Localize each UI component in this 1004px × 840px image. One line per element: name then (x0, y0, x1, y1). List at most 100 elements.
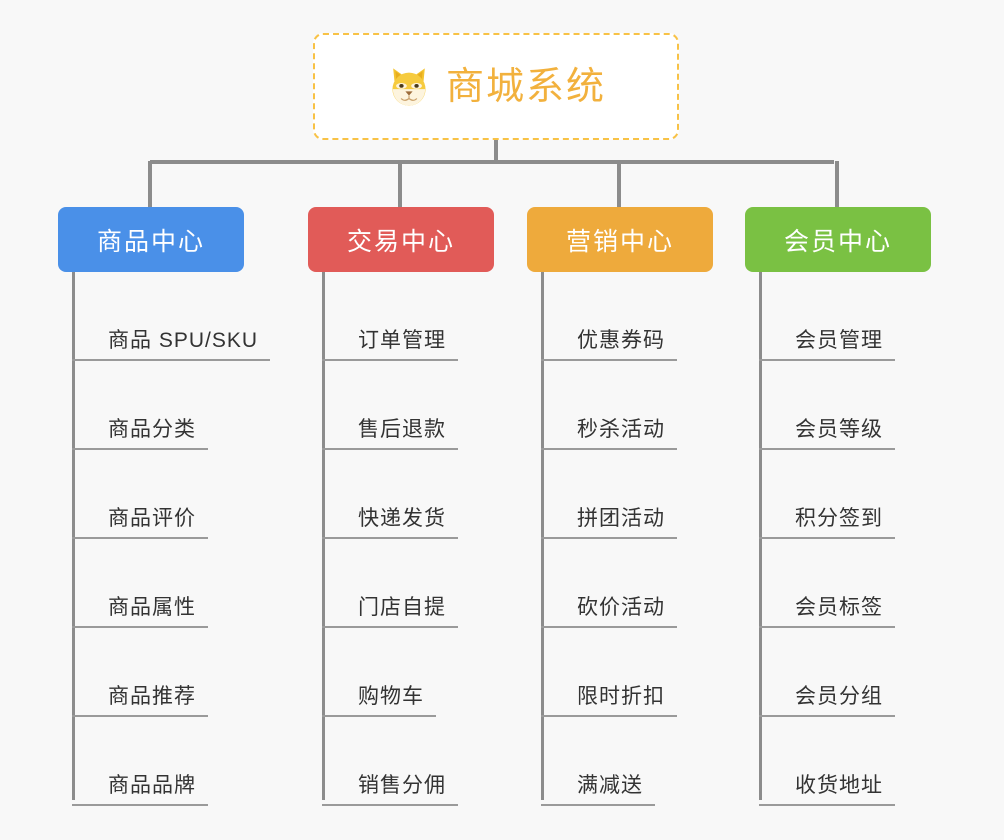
leaf-label: 快递发货 (358, 506, 446, 530)
leaf-underline: 销售分佣 (322, 773, 458, 806)
category-title: 会员中心 (783, 227, 892, 256)
leaf-item[interactable]: 积分签到 (759, 450, 895, 539)
leaf-item[interactable]: 商品评价 (72, 450, 270, 539)
category-node-4[interactable]: 会员中心 (745, 207, 931, 272)
leaf-underline: 拼团活动 (541, 506, 677, 539)
leaf-underline: 购物车 (322, 684, 436, 717)
category-column-1: 商品中心商品 SPU/SKU 商品分类商品评价商品属性商品推荐商品品牌 (58, 207, 271, 806)
leaf-underline: 优惠券码 (541, 328, 677, 361)
leaf-item[interactable]: 满减送 (541, 717, 677, 806)
leaf-item[interactable]: 订单管理 (322, 272, 458, 361)
leaf-underline: 砍价活动 (541, 595, 677, 628)
leaf-underline: 快递发货 (322, 506, 458, 539)
leaf-label: 会员分组 (795, 684, 883, 708)
leaf-underline: 秒杀活动 (541, 417, 677, 450)
leaf-label: 商品 SPU/SKU (108, 328, 259, 352)
leaf-label: 销售分佣 (358, 773, 446, 797)
leaf-item[interactable]: 销售分佣 (322, 717, 458, 806)
leaf-underline: 商品品牌 (72, 773, 208, 806)
leaf-underline: 收货地址 (759, 773, 895, 806)
leaf-item[interactable]: 商品品牌 (72, 717, 270, 806)
leaf-item[interactable]: 优惠券码 (541, 272, 677, 361)
connector-drop-4 (835, 161, 839, 207)
leaf-label: 商品分类 (108, 417, 196, 441)
leaf-underline: 限时折扣 (541, 684, 677, 717)
leaf-label: 订单管理 (358, 328, 446, 352)
category-column-4: 会员中心会员管理会员等级积分签到会员标签会员分组收货地址 (745, 207, 931, 806)
leaf-label: 收货地址 (795, 773, 883, 797)
category-spine-3 (541, 272, 544, 800)
category-spine-4 (759, 272, 762, 800)
category-node-2[interactable]: 交易中心 (308, 207, 494, 272)
leaf-label: 拼团活动 (577, 506, 665, 530)
leaf-label: 商品品牌 (108, 773, 196, 797)
connector-drop-3 (617, 161, 621, 207)
leaf-item[interactable]: 砍价活动 (541, 539, 677, 628)
shiba-dog-face-icon (386, 64, 432, 110)
leaf-underline: 门店自提 (322, 595, 458, 628)
leaf-label: 售后退款 (358, 417, 446, 441)
category-title: 营销中心 (565, 227, 674, 256)
leaf-label: 秒杀活动 (577, 417, 665, 441)
category-title: 交易中心 (346, 227, 455, 256)
leaf-underline: 商品评价 (72, 506, 208, 539)
leaf-item[interactable]: 售后退款 (322, 361, 458, 450)
leaf-list-1: 商品 SPU/SKU 商品分类商品评价商品属性商品推荐商品品牌 (72, 272, 271, 806)
leaf-label: 积分签到 (795, 506, 883, 530)
category-spine-2 (322, 272, 325, 800)
connector-horizontal-bus (150, 160, 834, 164)
connector-drop-1 (148, 161, 152, 207)
leaf-item[interactable]: 拼团活动 (541, 450, 677, 539)
connector-root-stem (494, 140, 498, 162)
leaf-underline: 会员管理 (759, 328, 895, 361)
leaf-item[interactable]: 商品推荐 (72, 628, 270, 717)
leaf-item[interactable]: 限时折扣 (541, 628, 677, 717)
leaf-label: 满减送 (577, 773, 643, 797)
root-title: 商城系统 (445, 65, 606, 108)
leaf-item[interactable]: 快递发货 (322, 450, 458, 539)
root-node[interactable]: 商城系统 (313, 33, 679, 140)
leaf-label: 商品推荐 (108, 684, 196, 708)
leaf-label: 门店自提 (358, 595, 446, 619)
leaf-underline: 满减送 (541, 773, 655, 806)
category-spine-1 (72, 272, 75, 800)
leaf-item[interactable]: 会员管理 (759, 272, 895, 361)
leaf-underline: 会员分组 (759, 684, 895, 717)
leaf-item[interactable]: 商品 SPU/SKU (72, 272, 271, 361)
leaf-label: 会员标签 (795, 595, 883, 619)
leaf-item[interactable]: 门店自提 (322, 539, 458, 628)
leaf-underline: 会员等级 (759, 417, 895, 450)
leaf-item[interactable]: 秒杀活动 (541, 361, 677, 450)
leaf-list-3: 优惠券码秒杀活动拼团活动砍价活动限时折扣满减送 (541, 272, 677, 806)
category-column-2: 交易中心订单管理售后退款快递发货门店自提购物车销售分佣 (308, 207, 494, 806)
leaf-list-2: 订单管理售后退款快递发货门店自提购物车销售分佣 (322, 272, 458, 806)
connector-drop-2 (398, 161, 402, 207)
leaf-list-4: 会员管理会员等级积分签到会员标签会员分组收货地址 (759, 272, 895, 806)
leaf-underline: 会员标签 (759, 595, 895, 628)
leaf-label: 商品评价 (108, 506, 196, 530)
leaf-label: 优惠券码 (577, 328, 665, 352)
leaf-underline: 商品推荐 (72, 684, 208, 717)
leaf-label: 砍价活动 (577, 595, 665, 619)
leaf-underline: 商品属性 (72, 595, 208, 628)
leaf-underline: 积分签到 (759, 506, 895, 539)
leaf-label: 商品属性 (108, 595, 196, 619)
leaf-underline: 商品分类 (72, 417, 208, 450)
leaf-underline: 订单管理 (322, 328, 458, 361)
leaf-item[interactable]: 商品分类 (72, 361, 270, 450)
leaf-label: 会员管理 (795, 328, 883, 352)
category-node-1[interactable]: 商品中心 (58, 207, 244, 272)
leaf-item[interactable]: 收货地址 (759, 717, 895, 806)
category-title: 商品中心 (96, 227, 205, 256)
leaf-item[interactable]: 会员等级 (759, 361, 895, 450)
category-node-3[interactable]: 营销中心 (527, 207, 713, 272)
leaf-label: 限时折扣 (577, 684, 665, 708)
category-column-3: 营销中心优惠券码秒杀活动拼团活动砍价活动限时折扣满减送 (527, 207, 713, 806)
leaf-underline: 商品 SPU/SKU (72, 328, 271, 361)
leaf-label: 会员等级 (795, 417, 883, 441)
leaf-item[interactable]: 购物车 (322, 628, 458, 717)
leaf-item[interactable]: 会员分组 (759, 628, 895, 717)
leaf-item[interactable]: 会员标签 (759, 539, 895, 628)
leaf-item[interactable]: 商品属性 (72, 539, 270, 628)
